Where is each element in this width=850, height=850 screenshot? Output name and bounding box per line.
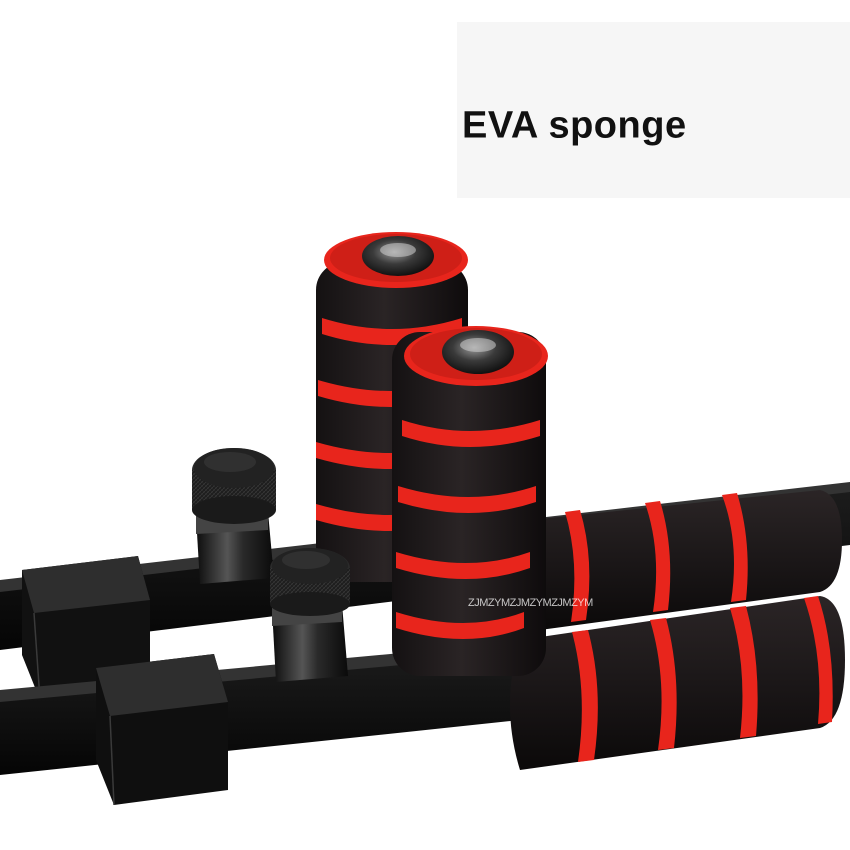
front-bar <box>0 642 520 806</box>
front-knob <box>270 548 350 682</box>
back-knob <box>192 448 276 584</box>
back-horizontal-grip <box>526 490 842 630</box>
front-horizontal-grip <box>510 596 845 770</box>
watermark: ZJMZYMZJMZYMZJMZYM <box>468 597 593 609</box>
front-vertical-handle <box>392 326 548 676</box>
product-label: EVA sponge <box>462 104 687 147</box>
product-label-box: EVA sponge <box>457 22 850 198</box>
